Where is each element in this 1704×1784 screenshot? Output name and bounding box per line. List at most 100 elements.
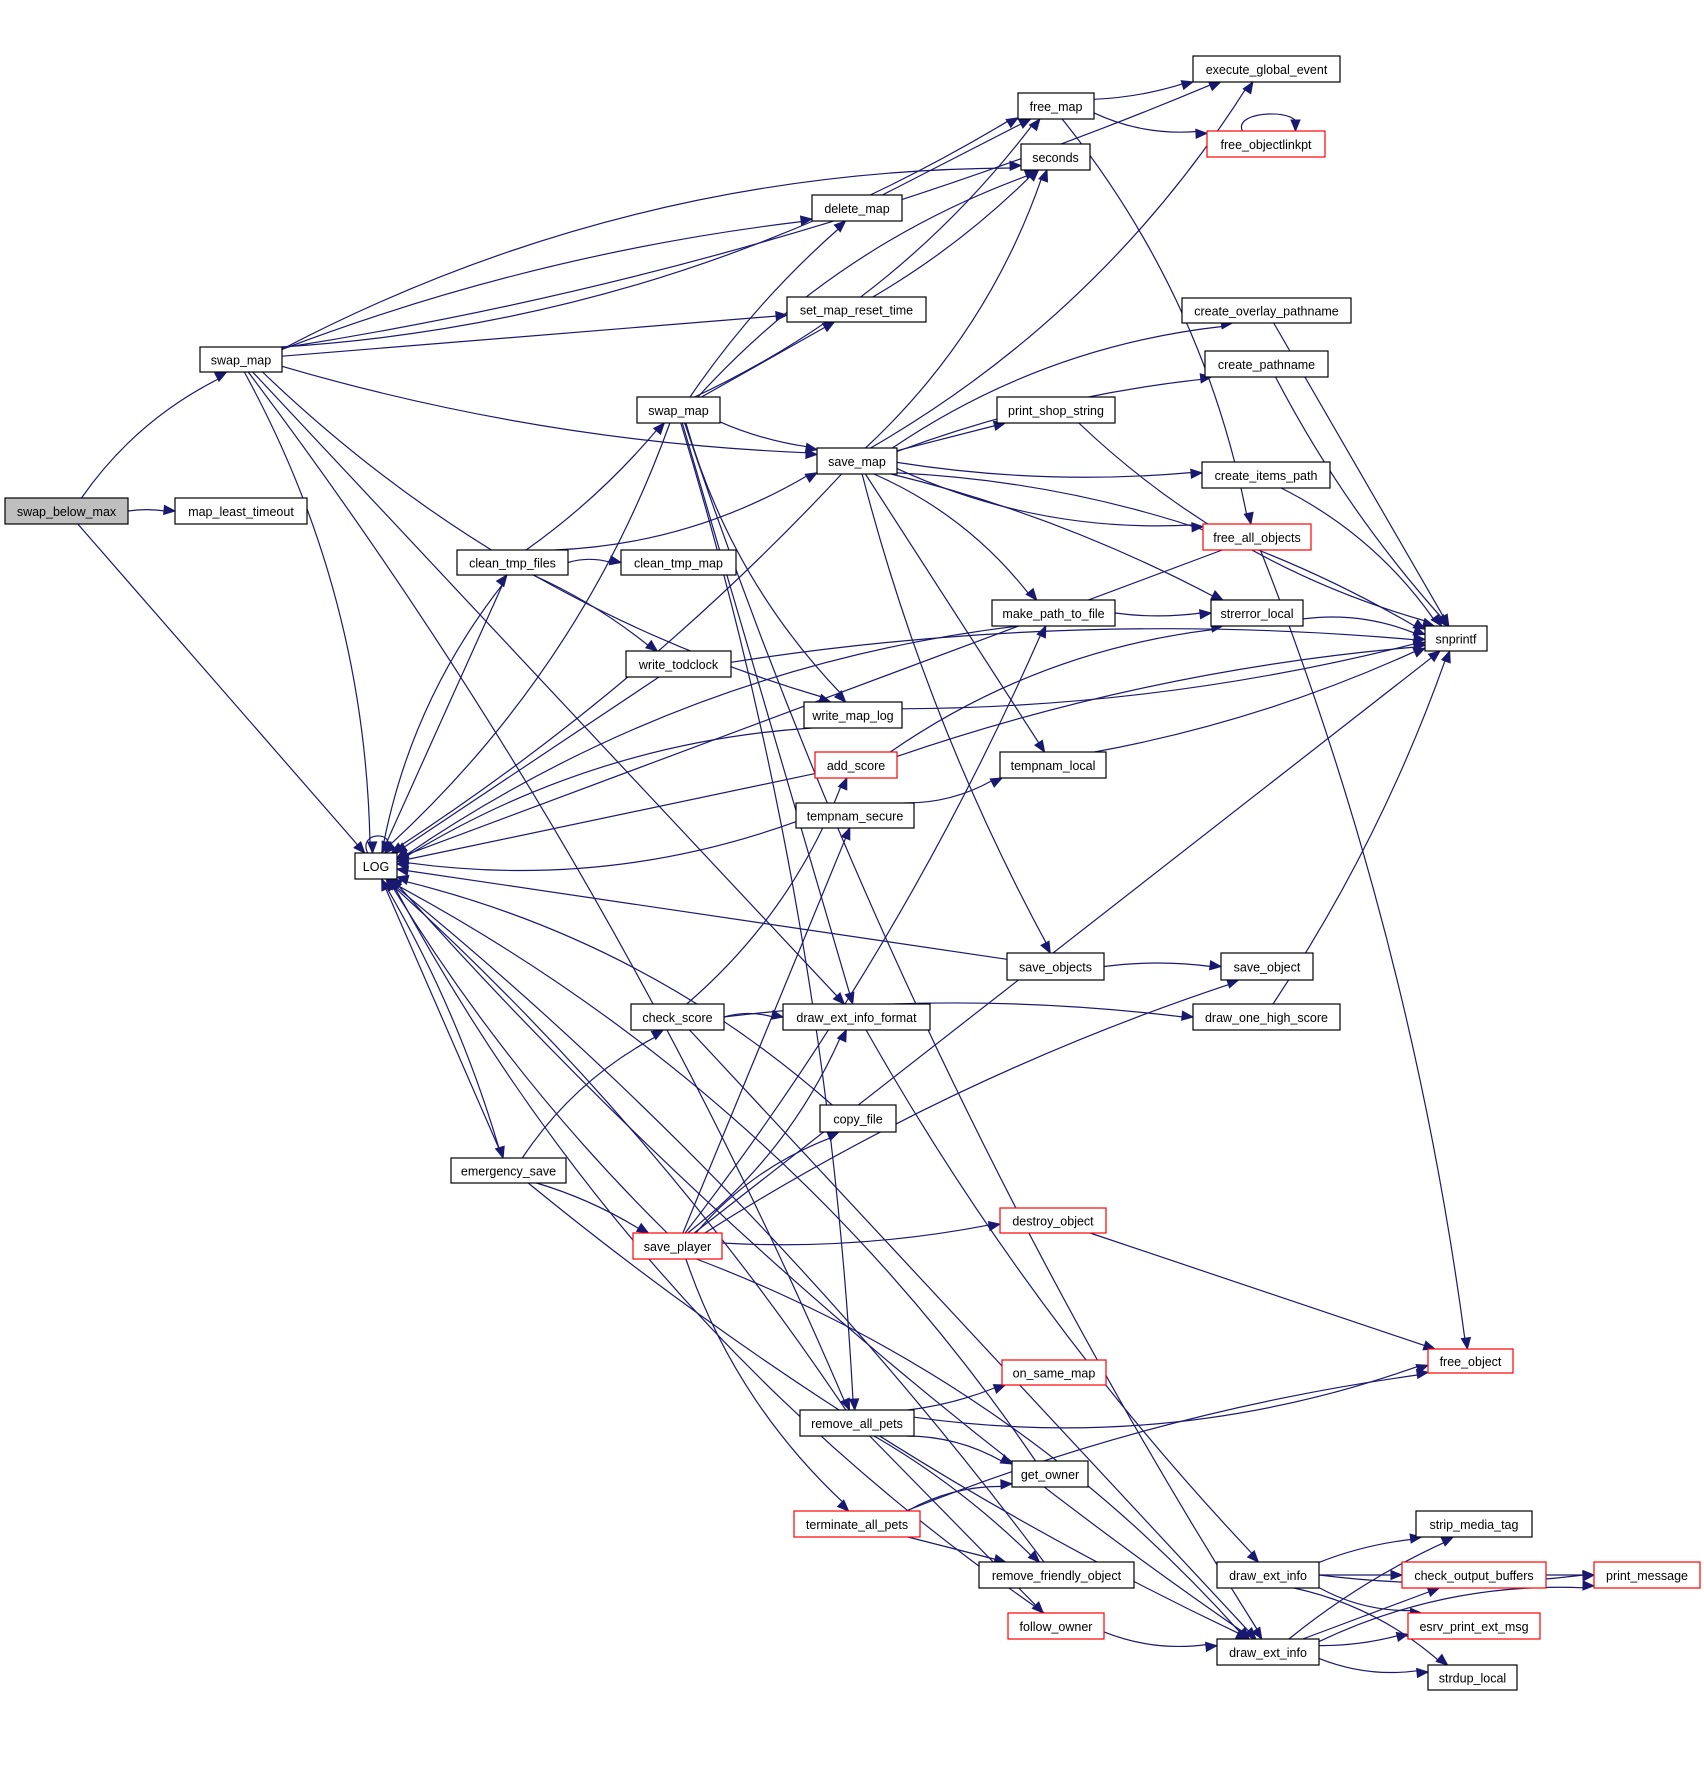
- node-box[interactable]: [786, 296, 927, 323]
- node-free-all-objects[interactable]: free_all_objects: [1202, 523, 1312, 551]
- node-box[interactable]: [1401, 1561, 1547, 1589]
- node-write-todclock[interactable]: write_todclock: [625, 650, 732, 678]
- node-box[interactable]: [1216, 1638, 1320, 1666]
- node-save-map[interactable]: save_map: [816, 447, 898, 475]
- node-draw-ext-info-1[interactable]: draw_ext_info: [1216, 1561, 1320, 1589]
- node-box[interactable]: [799, 1409, 915, 1437]
- node-box[interactable]: [4, 497, 129, 525]
- node-box[interactable]: [1017, 92, 1095, 120]
- node-box[interactable]: [625, 650, 732, 678]
- node-box[interactable]: [1006, 952, 1105, 981]
- node-draw-ext-info-format[interactable]: draw_ext_info_format: [782, 1003, 931, 1031]
- node-save-objects[interactable]: save_objects: [1006, 952, 1105, 981]
- node-box[interactable]: [999, 751, 1107, 779]
- node-check-output-buffers[interactable]: check_output_buffers: [1401, 1561, 1547, 1589]
- node-print-message[interactable]: print_message: [1593, 1561, 1701, 1589]
- node-draw-one-high-score[interactable]: draw_one_high_score: [1192, 1003, 1341, 1031]
- node-box[interactable]: [1407, 1612, 1541, 1640]
- node-strip-media-tag[interactable]: strip_media_tag: [1415, 1510, 1533, 1538]
- node-snprintf[interactable]: snprintf: [1424, 625, 1488, 652]
- node-box[interactable]: [999, 1207, 1107, 1234]
- node-box[interactable]: [1181, 297, 1352, 324]
- node-box[interactable]: [1202, 523, 1312, 551]
- node-box[interactable]: [1007, 1612, 1105, 1640]
- node-box[interactable]: [803, 701, 903, 729]
- node-write-map-log[interactable]: write_map_log: [803, 701, 903, 729]
- node-strdup-local[interactable]: strdup_local: [1427, 1664, 1518, 1691]
- node-box[interactable]: [991, 599, 1116, 627]
- node-create-pathname[interactable]: create_pathname: [1204, 350, 1329, 378]
- node-save-object[interactable]: save_object: [1220, 952, 1314, 981]
- node-tempnam-secure[interactable]: tempnam_secure: [795, 802, 915, 829]
- node-box[interactable]: [1415, 1510, 1533, 1538]
- node-emergency-save[interactable]: emergency_save: [450, 1157, 567, 1184]
- node-box[interactable]: [456, 549, 569, 576]
- node-free-objectlinkpt[interactable]: free_objectlinkpt: [1206, 130, 1326, 158]
- node-box[interactable]: [782, 1003, 931, 1031]
- node-swap-map-1[interactable]: swap_map: [199, 346, 283, 373]
- node-box[interactable]: [819, 1104, 897, 1133]
- node-box[interactable]: [811, 194, 903, 222]
- node-box[interactable]: [174, 497, 308, 525]
- node-box[interactable]: [1220, 952, 1314, 981]
- node-box[interactable]: [996, 396, 1116, 424]
- node-box[interactable]: [793, 1510, 921, 1538]
- node-box[interactable]: [354, 852, 398, 880]
- node-check-score[interactable]: check_score: [630, 1003, 725, 1031]
- node-box[interactable]: [630, 1003, 725, 1031]
- node-box[interactable]: [978, 1561, 1135, 1589]
- node-box[interactable]: [1192, 55, 1341, 83]
- node-box[interactable]: [1427, 1348, 1514, 1374]
- node-clean-tmp-files[interactable]: clean_tmp_files: [456, 549, 569, 576]
- node-set-map-reset-time[interactable]: set_map_reset_time: [786, 296, 927, 323]
- node-execute-global-event[interactable]: execute_global_event: [1192, 55, 1341, 83]
- node-add-score[interactable]: add_score: [814, 751, 898, 779]
- node-on-same-map[interactable]: on_same_map: [1001, 1359, 1107, 1386]
- node-box[interactable]: [1011, 1460, 1089, 1488]
- node-remove-all-pets[interactable]: remove_all_pets: [799, 1409, 915, 1437]
- node-box[interactable]: [1001, 1359, 1107, 1386]
- node-save-player[interactable]: save_player: [632, 1232, 723, 1260]
- node-log[interactable]: LOG: [354, 852, 398, 880]
- node-delete-map[interactable]: delete_map: [811, 194, 903, 222]
- node-box[interactable]: [814, 751, 898, 779]
- node-swap-map-2[interactable]: swap_map: [636, 396, 721, 424]
- node-strerror-local[interactable]: strerror_local: [1210, 599, 1304, 627]
- node-follow-owner[interactable]: follow_owner: [1007, 1612, 1105, 1640]
- node-destroy-object[interactable]: destroy_object: [999, 1207, 1107, 1234]
- node-terminate-all-pets[interactable]: terminate_all_pets: [793, 1510, 921, 1538]
- node-create-overlay-pathname[interactable]: create_overlay_pathname: [1181, 297, 1352, 324]
- node-create-items-path[interactable]: create_items_path: [1201, 461, 1331, 489]
- node-make-path-to-file[interactable]: make_path_to_file: [991, 599, 1116, 627]
- node-box[interactable]: [1020, 143, 1091, 171]
- node-box[interactable]: [1201, 461, 1331, 489]
- node-box[interactable]: [450, 1157, 567, 1184]
- node-copy-file[interactable]: copy_file: [819, 1104, 897, 1133]
- node-get-owner[interactable]: get_owner: [1011, 1460, 1089, 1488]
- node-box[interactable]: [1593, 1561, 1701, 1589]
- node-tempnam-local[interactable]: tempnam_local: [999, 751, 1107, 779]
- node-clean-tmp-map[interactable]: clean_tmp_map: [620, 549, 737, 576]
- node-box[interactable]: [1206, 130, 1326, 158]
- node-box[interactable]: [1210, 599, 1304, 627]
- node-remove-friendly-object[interactable]: remove_friendly_object: [978, 1561, 1135, 1589]
- node-map-least-timeout[interactable]: map_least_timeout: [174, 497, 308, 525]
- node-draw-ext-info-2[interactable]: draw_ext_info: [1216, 1638, 1320, 1666]
- node-box[interactable]: [795, 802, 915, 829]
- node-box[interactable]: [816, 447, 898, 475]
- node-box[interactable]: [632, 1232, 723, 1260]
- node-box[interactable]: [1204, 350, 1329, 378]
- node-box[interactable]: [1192, 1003, 1341, 1031]
- node-box[interactable]: [620, 549, 737, 576]
- node-esrv-print-ext-msg[interactable]: esrv_print_ext_msg: [1407, 1612, 1541, 1640]
- node-print-shop-string[interactable]: print_shop_string: [996, 396, 1116, 424]
- node-box[interactable]: [1427, 1664, 1518, 1691]
- node-free-object[interactable]: free_object: [1427, 1348, 1514, 1374]
- node-box[interactable]: [199, 346, 283, 373]
- node-box[interactable]: [1216, 1561, 1320, 1589]
- node-box[interactable]: [1424, 625, 1488, 652]
- node-seconds[interactable]: seconds: [1020, 143, 1091, 171]
- node-box[interactable]: [636, 396, 721, 424]
- node-free-map[interactable]: free_map: [1017, 92, 1095, 120]
- node-swap-below-max[interactable]: swap_below_max: [4, 497, 129, 525]
